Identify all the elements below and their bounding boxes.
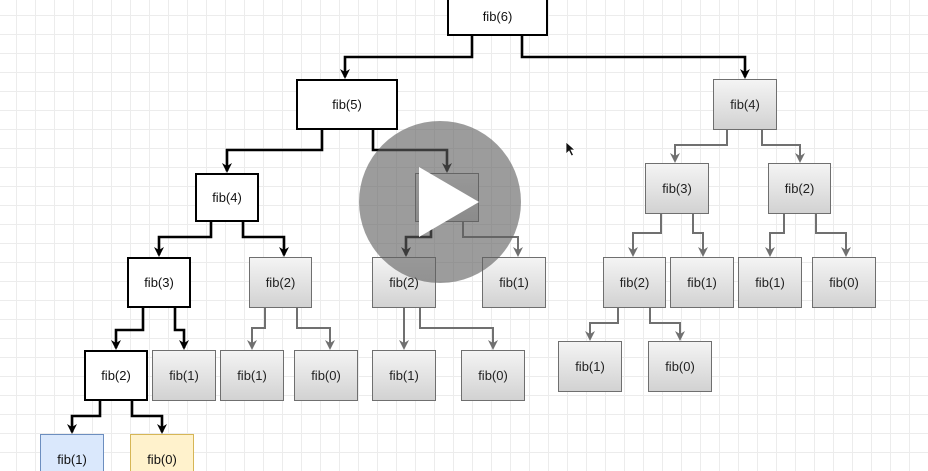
tree-edge-n11-n21 (585, 308, 619, 341)
tree-node-label: fib(1) (687, 275, 717, 290)
tree-edge-n5-n11 (628, 214, 662, 257)
tree-node-n16: fib(1) (152, 350, 216, 401)
tree-node-n24: fib(0) (130, 434, 194, 471)
tree-edge-n8-n17 (247, 308, 266, 350)
tree-node-label: fib(5) (332, 97, 362, 112)
tree-node-label: fib(0) (829, 275, 859, 290)
arrow-cursor-icon (565, 141, 577, 157)
tree-node-label: fib(1) (575, 359, 605, 374)
tree-edge-n0-n1 (340, 36, 474, 79)
tree-node-n21: fib(1) (558, 341, 622, 392)
tree-edge-n9-n20 (419, 308, 498, 350)
tree-node-n6: fib(2) (768, 163, 831, 214)
tree-node-n19: fib(1) (372, 350, 436, 401)
tree-edge-n6-n13 (765, 214, 785, 257)
tree-edge-n7-n15 (111, 308, 145, 350)
tree-node-n15: fib(2) (84, 350, 148, 401)
tree-edge-n3-n8 (241, 222, 289, 257)
tree-edge-n7-n16 (173, 308, 189, 350)
tree-node-label: fib(1) (499, 275, 529, 290)
tree-edge-n6-n14 (815, 214, 851, 257)
play-icon (419, 167, 479, 237)
tree-node-n2: fib(4) (713, 79, 777, 130)
tree-node-n10: fib(1) (482, 257, 546, 308)
tree-node-n13: fib(1) (738, 257, 802, 308)
tree-edge-n2-n5 (670, 130, 728, 163)
tree-node-label: fib(2) (619, 275, 650, 290)
tree-edge-n8-n18 (296, 308, 335, 350)
tree-node-n11: fib(2) (603, 257, 666, 308)
tree-node-label: fib(1) (237, 368, 267, 383)
tree-node-label: fib(1) (169, 368, 199, 383)
tree-node-label: fib(6) (482, 8, 513, 24)
tree-node-label: fib(3) (144, 275, 174, 290)
tree-node-label: fib(0) (478, 368, 508, 383)
play-button[interactable] (359, 121, 521, 283)
tree-node-label: fib(2) (101, 368, 131, 383)
tree-node-n3: fib(4) (195, 173, 259, 222)
tree-edge-n1-n3 (222, 130, 324, 173)
tree-node-label: fib(3) (662, 181, 692, 196)
tree-node-n7: fib(3) (127, 257, 191, 308)
tree-node-label: fib(1) (389, 368, 419, 383)
tree-edge-n5-n12 (692, 214, 708, 257)
tree-edge-n15-n24 (130, 401, 167, 434)
tree-node-label: fib(2) (265, 275, 296, 290)
tree-node-n1: fib(5) (296, 79, 398, 130)
tree-node-n23: fib(1) (40, 434, 104, 471)
tree-node-label: fib(0) (665, 359, 695, 374)
tree-node-label: fib(2) (389, 275, 419, 290)
tree-node-label: fib(4) (212, 190, 242, 205)
tree-edge-n3-n7 (154, 222, 213, 257)
tree-node-n14: fib(0) (812, 257, 876, 308)
tree-node-label: fib(2) (784, 181, 815, 196)
tree-edge-n11-n22 (649, 308, 685, 341)
tree-node-n8: fib(2) (249, 257, 312, 308)
tree-node-n22: fib(0) (648, 341, 712, 392)
tree-node-label: fib(0) (147, 452, 177, 467)
tree-node-n18: fib(0) (294, 350, 358, 401)
tree-node-n17: fib(1) (220, 350, 284, 401)
tree-node-n0: fib(6) (447, 0, 548, 36)
tree-edge-n15-n23 (67, 401, 102, 434)
tree-node-n12: fib(1) (670, 257, 734, 308)
tree-edge-n2-n6 (761, 130, 805, 163)
tree-node-label: fib(0) (311, 368, 341, 383)
tree-node-n5: fib(3) (645, 163, 709, 214)
tree-edge-n0-n2 (520, 36, 750, 79)
tree-node-label: fib(1) (755, 275, 785, 290)
tree-node-label: fib(1) (57, 452, 87, 467)
tree-node-n20: fib(0) (461, 350, 525, 401)
tree-node-label: fib(4) (730, 97, 760, 112)
